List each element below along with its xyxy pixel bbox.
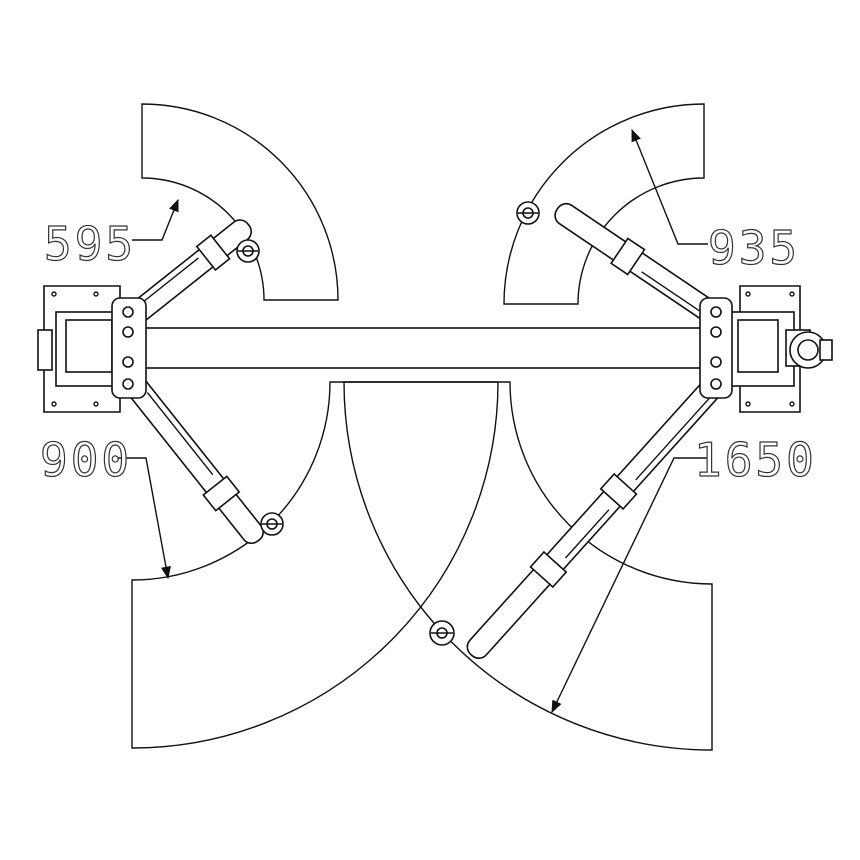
- swing-zone-bottom-right: [343, 381, 713, 751]
- swing-zone-bottom-left: [131, 381, 499, 749]
- arm-bottom-right: [429, 375, 724, 660]
- arm-top-right: [516, 201, 723, 325]
- main-beam: [139, 327, 716, 369]
- right-column-base: [699, 285, 833, 413]
- dimension-595: 595: [43, 198, 179, 272]
- dimension-935-label: 935: [708, 221, 800, 275]
- arm-bottom-left: [125, 376, 284, 545]
- dimension-1650: 1650: [551, 432, 817, 714]
- left-column-base: [37, 285, 147, 413]
- dimension-935: 935: [631, 128, 800, 276]
- dimension-900: 900: [39, 432, 171, 580]
- dimension-595-label: 595: [44, 217, 136, 271]
- swing-zone-top-right: [503, 103, 705, 305]
- dimension-900-label: 900: [40, 433, 132, 487]
- swing-zone-top-left: [141, 103, 339, 301]
- arm-top-left: [127, 219, 260, 324]
- dimension-1650-label: 1650: [694, 433, 817, 487]
